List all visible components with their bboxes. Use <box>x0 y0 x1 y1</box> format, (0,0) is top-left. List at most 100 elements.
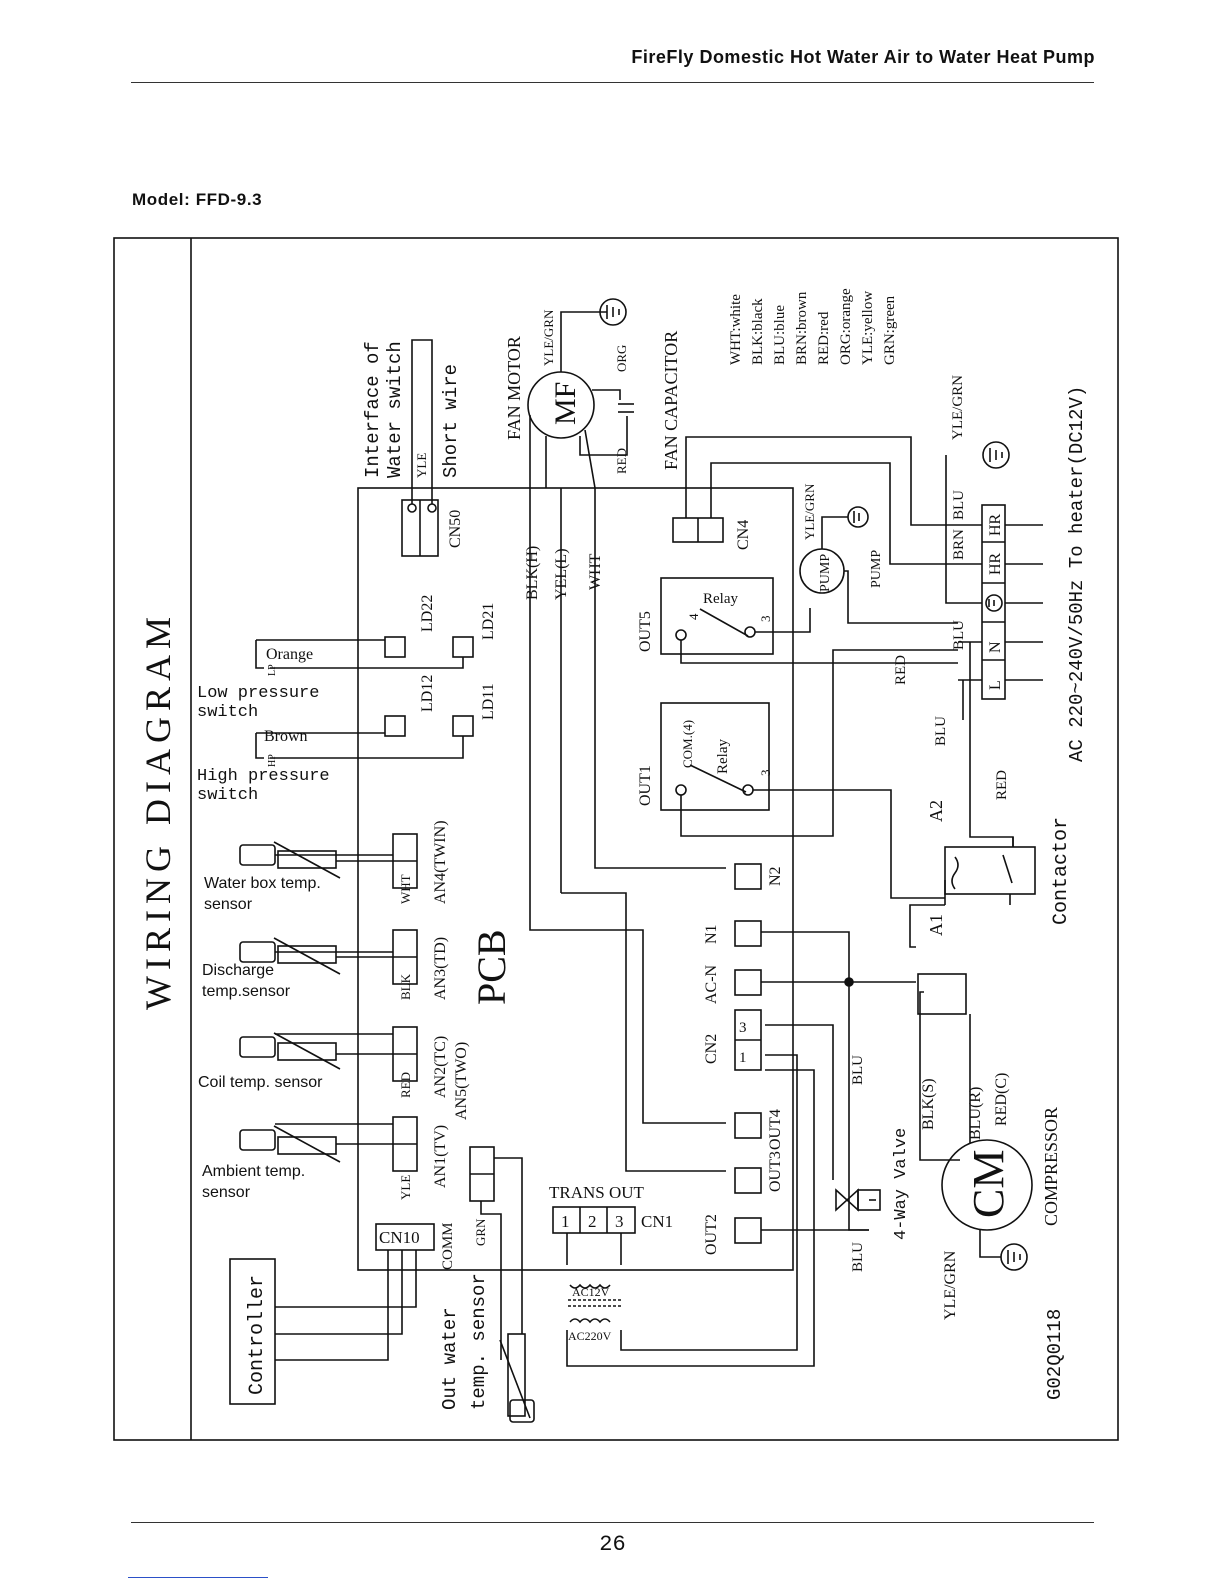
diagram-text-diagram-terminal-HR: HR <box>987 552 1004 575</box>
water-switch-line1: Interface of <box>362 341 384 478</box>
blu-terminal-label: BLU <box>951 620 967 650</box>
diagram-text-diagram-outputs-out1: OUT1 <box>637 765 654 806</box>
diagram-text-diagram-trans-pins-2: 3 <box>615 1212 624 1231</box>
ld21-label: LD21 <box>480 603 497 640</box>
page-number: 26 <box>599 1532 626 1557</box>
fan-capacitor-label: FAN CAPACITOR <box>661 331 681 470</box>
diagram-code: G02Q0118 <box>1044 1309 1066 1400</box>
diagram-text-diagram-outputs-n2: N2 <box>767 866 784 886</box>
blu-wire-3: BLU <box>850 1055 866 1085</box>
cn10-connector <box>375 1223 435 1251</box>
diagram-text-diagram-terminal-N: N <box>987 641 1004 653</box>
terminal-block <box>981 504 1006 700</box>
coil-sensor <box>239 1032 393 1070</box>
contactor-label: Contactor <box>1050 817 1073 925</box>
diagram-text-diagram-relay-pin3: 3 <box>758 770 773 777</box>
sensor-ambient-1: Ambient temp. <box>202 1163 305 1180</box>
out-water-line1: Out water <box>439 1307 461 1410</box>
diagram-text-diagram-legend-4: RED:red <box>816 311 832 365</box>
diagram-text-diagram-terminal-BRN: BRN <box>951 529 967 560</box>
a2-label: A2 <box>926 800 946 822</box>
pump-symbol: PUMP <box>818 554 833 592</box>
wht-label: WHT <box>587 553 604 590</box>
diagram-text-diagram-outputs-cn2: CN2 <box>703 1034 720 1064</box>
lp-label2: switch <box>197 703 258 722</box>
blu-wire-4: BLU <box>850 1242 866 1272</box>
diagram-text-diagram-outputs-out2: OUT2 <box>703 1214 720 1255</box>
diagram-text-diagram-legend-0: WHT:white <box>728 294 744 365</box>
diagram-text-diagram-sensors-0-color: WHT <box>398 874 413 904</box>
blk-h-label: BLK(H) <box>524 546 541 600</box>
sensor-discharge-2: temp.sensor <box>202 983 291 1000</box>
diagram-text-diagram-outputs-n1: N1 <box>703 924 720 944</box>
diagram-text-diagram-outputs-out5: OUT5 <box>637 611 654 652</box>
relay5-label: Relay <box>703 591 738 607</box>
ambient-sensor <box>239 1123 393 1163</box>
diagram-text-diagram-outputs-acn: AC-N <box>703 964 720 1004</box>
ground-compressor <box>1000 1243 1028 1271</box>
a1-label: A1 <box>926 914 946 936</box>
compressor-s: BLK(S) <box>920 1078 937 1130</box>
sensor-coil-1: Coil temp. sensor <box>198 1074 323 1091</box>
hp-wire-label: Brown <box>264 728 308 745</box>
diagram-title: WIRING DIAGRAM <box>138 611 178 1010</box>
ac12v-label: AC12V <box>572 1285 610 1299</box>
ld12-label: LD12 <box>419 675 436 712</box>
diagram-text-diagram-relay-pin4: 4 <box>686 613 701 620</box>
relay1-label: Relay <box>715 739 731 774</box>
an5-port: AN5(TWO) <box>453 1042 470 1120</box>
lp-label1: Low pressure <box>197 684 319 703</box>
diagram-text-diagram-sensors-3-color: YLE <box>398 1175 413 1200</box>
compressor-symbol: CM <box>964 1150 1013 1218</box>
diagram-text-diagram-sensors-0-port: AN4(TWIN) <box>432 820 449 904</box>
bottom-link-underline <box>128 1577 268 1578</box>
terminal-ground-label: YLE/GRN <box>950 375 966 440</box>
diagram-text-diagram-outputs-out3: OUT3 <box>767 1151 784 1192</box>
yel-l-label: YEL(L) <box>553 548 570 600</box>
fan-ground-label: YLE/GRN <box>541 309 556 366</box>
diagram-text-diagram-legend-3: BRN:brown <box>794 291 810 365</box>
diagram-text-diagram-outputs-out4: OUT4 <box>767 1109 784 1150</box>
red-wire-2: RED <box>994 770 1010 800</box>
ground-fan <box>599 298 627 326</box>
header-rule <box>131 82 1094 83</box>
diagram-text-diagram-legend-1: BLK:black <box>750 298 766 365</box>
document-title: FireFly Domestic Hot Water Air to Water … <box>631 47 1095 67</box>
out-water-line2: temp. sensor <box>468 1273 490 1410</box>
short-wire-label: Short wire <box>440 364 462 478</box>
color-legend: WHT:white BLK:black BLU:blue BRN:brown R… <box>728 288 898 365</box>
page-header: FireFly Domestic Hot Water Air to Water … <box>0 0 1225 100</box>
diagram-text-diagram-sensors-3-port: AN1(TV) <box>432 1125 449 1188</box>
pump-ground-label: YLE/GRN <box>802 483 817 540</box>
compressor-ground-label: YLE/GRN <box>942 1250 959 1320</box>
footer-rule <box>131 1522 1094 1523</box>
diagram-text-diagram-relay-pin3: 3 <box>758 616 773 623</box>
ground-terminal <box>982 441 1010 469</box>
compressor-c: RED(C) <box>993 1073 1010 1126</box>
blu-wire-2: BLU <box>933 716 949 746</box>
diagram-labels: WIRING DIAGRAM PCB Controller COMM CN10 … <box>138 288 1088 1410</box>
sensor-ambient-2: sensor <box>202 1184 251 1201</box>
hp-label2: switch <box>197 786 258 805</box>
controller-label: Controller <box>246 1275 269 1395</box>
sensor-water-box-2: sensor <box>204 896 253 913</box>
hp-label1: High pressure <box>197 767 330 786</box>
fan-motor-label: FAN MOTOR <box>504 336 524 440</box>
diagram-text-diagram-sensors-1-port: AN3(TD) <box>432 937 449 1000</box>
cn1-label: CN1 <box>641 1212 673 1231</box>
pump-label: PUMP <box>869 550 884 588</box>
diagram-text-diagram-sensors-2-color: RED <box>398 1072 413 1098</box>
sensor-water-box-1: Water box temp. <box>204 875 321 892</box>
diagram-text-diagram-legend-6: YLE:yellow <box>860 291 876 365</box>
cn2-pin1: 1 <box>739 1050 747 1066</box>
ld11-label: LD11 <box>480 683 497 720</box>
contactor <box>944 846 1036 895</box>
model-label: Model: FFD-9.3 <box>132 190 263 209</box>
out1-relay <box>660 702 770 811</box>
diagram-text-diagram-sensors-2-port: AN2(TC) <box>432 1036 449 1098</box>
ground-pump <box>847 506 869 528</box>
diagram-text-diagram-terminal-L: L <box>987 680 1004 690</box>
compressor <box>941 1139 1033 1231</box>
water-box-sensor <box>239 841 393 879</box>
